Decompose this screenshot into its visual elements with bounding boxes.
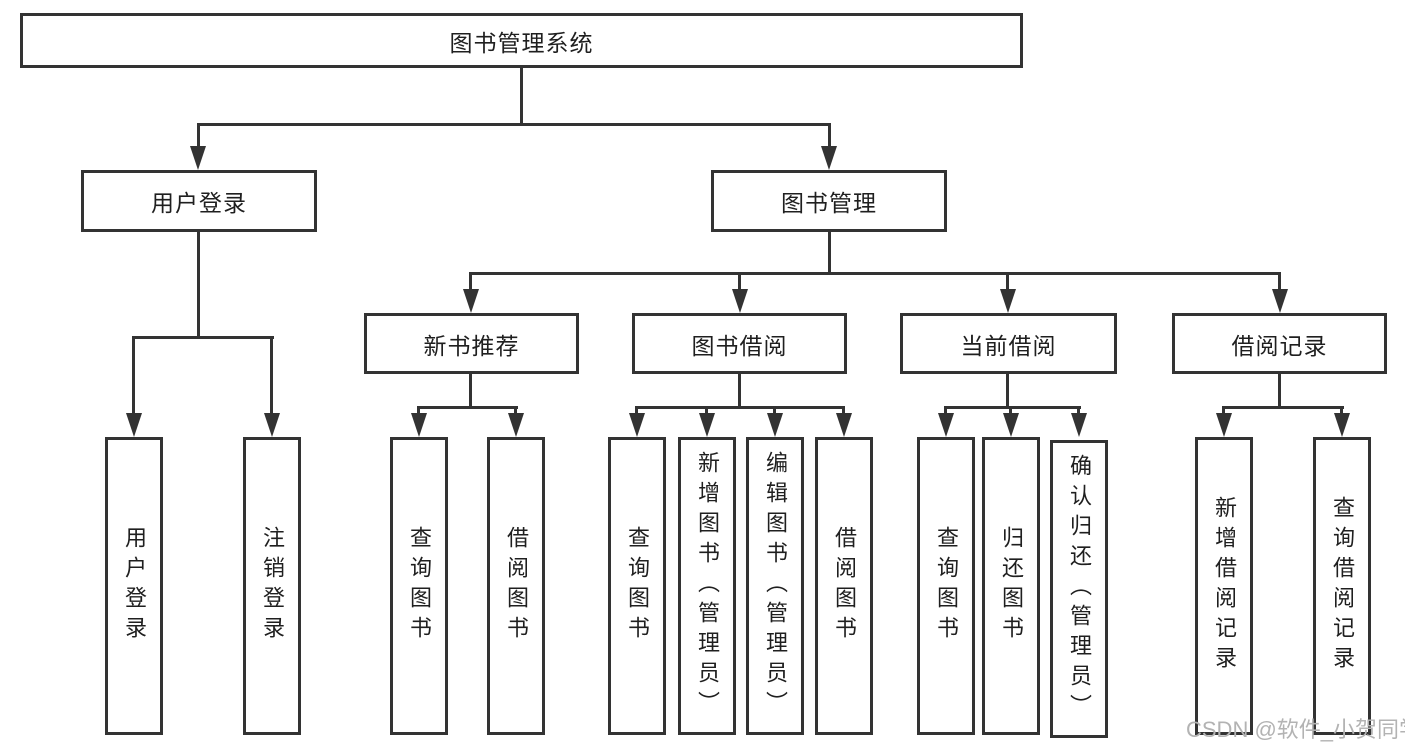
- leaf-query-borrow-record-label: 查询借阅记录: [1330, 496, 1355, 676]
- arrow-down-icon: [1003, 413, 1019, 437]
- leaf-add-borrow-record: 新增借阅记录: [1195, 437, 1253, 735]
- connector-arm: [417, 406, 420, 415]
- node-borrowing-records: 借阅记录: [1172, 313, 1387, 374]
- connector-stem: [1006, 374, 1009, 409]
- arrow-down-icon: [1216, 413, 1232, 437]
- connector-root-stem: [520, 68, 523, 123]
- connector-arm: [514, 406, 517, 415]
- connector-stem: [1278, 374, 1281, 409]
- leaf-return-books: 归还图书: [982, 437, 1040, 735]
- leaf-query-books-current-label: 查询图书: [934, 526, 959, 646]
- connector-arm: [773, 406, 776, 415]
- arrow-down-icon: [1071, 413, 1087, 437]
- arrow-down-icon: [699, 413, 715, 437]
- arrow-down-icon: [732, 289, 748, 313]
- connector-arm: [1340, 406, 1343, 415]
- leaf-logout-label: 注销登录: [260, 526, 285, 646]
- leaf-query-books-recommend-label: 查询图书: [407, 526, 432, 646]
- arrow-down-icon: [767, 413, 783, 437]
- arrow-down-icon: [508, 413, 524, 437]
- leaf-confirm-return-admin: 确认归还（管理员）: [1050, 440, 1108, 738]
- connector-split: [944, 406, 1081, 409]
- leaf-user-login: 用户登录: [105, 437, 163, 735]
- leaf-add-borrow-record-label: 新增借阅记录: [1212, 496, 1237, 676]
- arrow-down-icon: [264, 413, 280, 437]
- leaf-user-login-label: 用户登录: [122, 526, 147, 646]
- node-borrowing-records-label: 借阅记录: [1231, 332, 1328, 359]
- leaf-borrow-books-borrowing: 借阅图书: [815, 437, 873, 735]
- connector-arm: [738, 272, 741, 292]
- leaf-return-books-label: 归还图书: [999, 526, 1024, 646]
- node-user-login: 用户登录: [81, 170, 317, 232]
- connector-user-login-split: [132, 336, 274, 339]
- leaf-query-books-borrowing-label: 查询图书: [625, 526, 650, 646]
- leaf-borrow-books-recommend-label: 借阅图书: [504, 526, 529, 646]
- connector-arm: [842, 406, 845, 415]
- connector-arm: [270, 336, 273, 413]
- connector-arm: [944, 406, 947, 415]
- leaf-query-books-recommend: 查询图书: [390, 437, 448, 735]
- node-current-borrowing-label: 当前借阅: [960, 332, 1057, 359]
- connector-split: [417, 406, 518, 409]
- connector-book-management-stem: [828, 232, 831, 275]
- leaf-edit-books-admin-label: 编辑图书（管理员）: [763, 451, 788, 721]
- leaf-add-books-admin: 新增图书（管理员）: [678, 437, 736, 735]
- node-book-management-label: 图书管理: [781, 190, 877, 216]
- arrow-down-icon: [126, 413, 142, 437]
- connector-arm: [1222, 406, 1225, 415]
- connector-user-login-stem: [197, 232, 200, 339]
- leaf-logout: 注销登录: [243, 437, 301, 735]
- leaf-edit-books-admin: 编辑图书（管理员）: [746, 437, 804, 735]
- arrow-down-icon: [938, 413, 954, 437]
- node-new-book-recommend: 新书推荐: [364, 313, 579, 374]
- arrow-down-icon: [411, 413, 427, 437]
- connector-arm: [635, 406, 638, 415]
- connector-arm: [469, 272, 472, 292]
- node-book-borrowing-label: 图书借阅: [691, 332, 788, 359]
- leaf-borrow-books-borrowing-label: 借阅图书: [832, 526, 857, 646]
- connector-level3-split: [469, 272, 1281, 275]
- arrow-down-icon: [1272, 289, 1288, 313]
- leaf-add-books-admin-label: 新增图书（管理员）: [695, 451, 720, 721]
- node-current-borrowing: 当前借阅: [900, 313, 1117, 374]
- connector-arm: [828, 123, 831, 150]
- node-root: 图书管理系统: [20, 13, 1023, 68]
- leaf-query-borrow-record: 查询借阅记录: [1313, 437, 1371, 735]
- leaf-confirm-return-admin-label: 确认归还（管理员）: [1067, 454, 1092, 724]
- connector-arm: [1009, 406, 1012, 415]
- connector-arm: [1006, 272, 1009, 292]
- arrow-down-icon: [463, 289, 479, 313]
- leaf-query-books-current: 查询图书: [917, 437, 975, 735]
- node-user-login-label: 用户登录: [151, 190, 247, 216]
- node-book-borrowing: 图书借阅: [632, 313, 847, 374]
- arrow-down-icon: [821, 146, 837, 170]
- node-new-book-recommend-label: 新书推荐: [423, 332, 520, 359]
- leaf-borrow-books-recommend: 借阅图书: [487, 437, 545, 735]
- connector-arm: [705, 406, 708, 415]
- arrow-down-icon: [1334, 413, 1350, 437]
- arrow-down-icon: [190, 146, 206, 170]
- connector-arm: [197, 123, 200, 150]
- connector-split: [1222, 406, 1344, 409]
- node-root-label: 图书管理系统: [449, 29, 594, 56]
- connector-level2-split: [197, 123, 831, 126]
- connector-stem: [469, 374, 472, 409]
- leaf-query-books-borrowing: 查询图书: [608, 437, 666, 735]
- arrow-down-icon: [1000, 289, 1016, 313]
- arrow-down-icon: [836, 413, 852, 437]
- csdn-watermark: CSDN @软件_小贺同学: [1186, 717, 1405, 742]
- connector-arm: [132, 336, 135, 413]
- connector-stem: [738, 374, 741, 409]
- arrow-down-icon: [629, 413, 645, 437]
- node-book-management: 图书管理: [711, 170, 947, 232]
- connector-arm: [1278, 272, 1281, 292]
- connector-arm: [1077, 406, 1080, 415]
- connector-split: [635, 406, 845, 409]
